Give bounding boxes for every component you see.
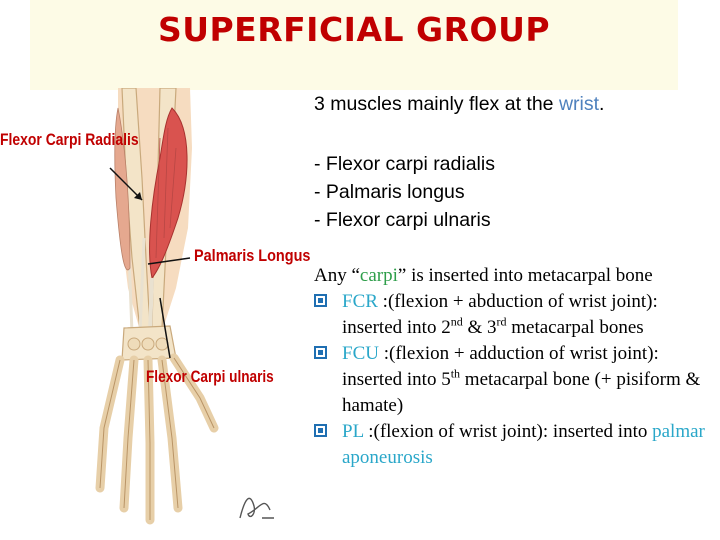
fcr-bullet: FCR :(flexion + abduction of wrist joint… bbox=[314, 289, 714, 341]
checkbox-bullet-icon bbox=[314, 294, 327, 307]
forearm-drawing bbox=[95, 88, 219, 525]
checkbox-bullet-icon bbox=[314, 346, 327, 359]
checkbox-bullet-icon bbox=[314, 424, 327, 437]
fcr-text-c: metacarpal bones bbox=[506, 317, 644, 338]
label-palmaris-longus: Palmaris Longus bbox=[194, 246, 311, 265]
label-flexor-carpi-radialis: Flexor Carpi Radialis bbox=[0, 130, 139, 149]
pl-pointer-line bbox=[147, 257, 191, 265]
fcr-pointer-arrowhead bbox=[134, 192, 142, 200]
fcr-text-a: :(flexion + abduction of wrist joint): i… bbox=[342, 291, 658, 338]
carpi-note-prefix: Any “ bbox=[314, 265, 360, 286]
page-title: SUPERFICIAL GROUP bbox=[157, 10, 551, 49]
fcr-sup-nd: nd bbox=[450, 314, 463, 329]
artist-signature bbox=[239, 497, 274, 519]
fcu-text-b: metacarpal bone (+ pisiform & hamate) bbox=[342, 369, 701, 416]
carpi-highlight: carpi bbox=[359, 265, 398, 286]
intro-line: 3 muscles mainly flex at the wrist. bbox=[314, 93, 604, 116]
intro-suffix: . bbox=[599, 93, 605, 115]
muscle-item-palmaris-longus: - Palmaris longus bbox=[314, 181, 465, 203]
fcr-sup-rd: rd bbox=[496, 314, 507, 329]
muscle-item-flexor-carpi-ulnaris: - Flexor carpi ulnaris bbox=[314, 209, 491, 231]
muscle-item-flexor-carpi-radialis: - Flexor carpi radialis bbox=[314, 153, 495, 175]
fcr-abbr: FCR bbox=[342, 291, 378, 312]
fcu-bullet: FCU :(flexion + adduction of wrist joint… bbox=[314, 341, 714, 419]
pl-text-a: :(flexion of wrist joint): inserted into bbox=[363, 421, 653, 442]
label-flexor-carpi-ulnaris: Flexor Carpi ulnaris bbox=[146, 367, 274, 386]
fcu-sup-th: th bbox=[450, 366, 461, 381]
carpi-note: Any “carpi” is inserted into metacarpal … bbox=[314, 263, 714, 289]
fcu-pointer-line bbox=[159, 297, 171, 359]
insertion-details: Any “carpi” is inserted into metacarpal … bbox=[314, 263, 714, 471]
forearm-illustration bbox=[95, 88, 274, 525]
fcu-abbr: FCU bbox=[342, 343, 379, 364]
fcu-text-a: :(flexion + adduction of wrist joint): i… bbox=[342, 343, 659, 390]
title-banner: SUPERFICIAL GROUP bbox=[30, 0, 678, 90]
carpi-note-suffix: ” is inserted into metacarpal bone bbox=[397, 265, 653, 286]
wrist-highlight: wrist bbox=[558, 93, 600, 115]
intro-prefix: 3 muscles mainly flex at the bbox=[314, 93, 559, 115]
fcr-pointer-line bbox=[109, 167, 143, 201]
fcr-text-b: & 3 bbox=[462, 317, 497, 338]
pl-bullet: PL :(flexion of wrist joint): inserted i… bbox=[314, 419, 714, 471]
pl-abbr: PL bbox=[342, 421, 364, 442]
muscle-list: - Flexor carpi radialis - Palmaris longu… bbox=[314, 150, 495, 234]
palmar-aponeurosis-highlight: palmar aponeurosis bbox=[342, 421, 705, 468]
